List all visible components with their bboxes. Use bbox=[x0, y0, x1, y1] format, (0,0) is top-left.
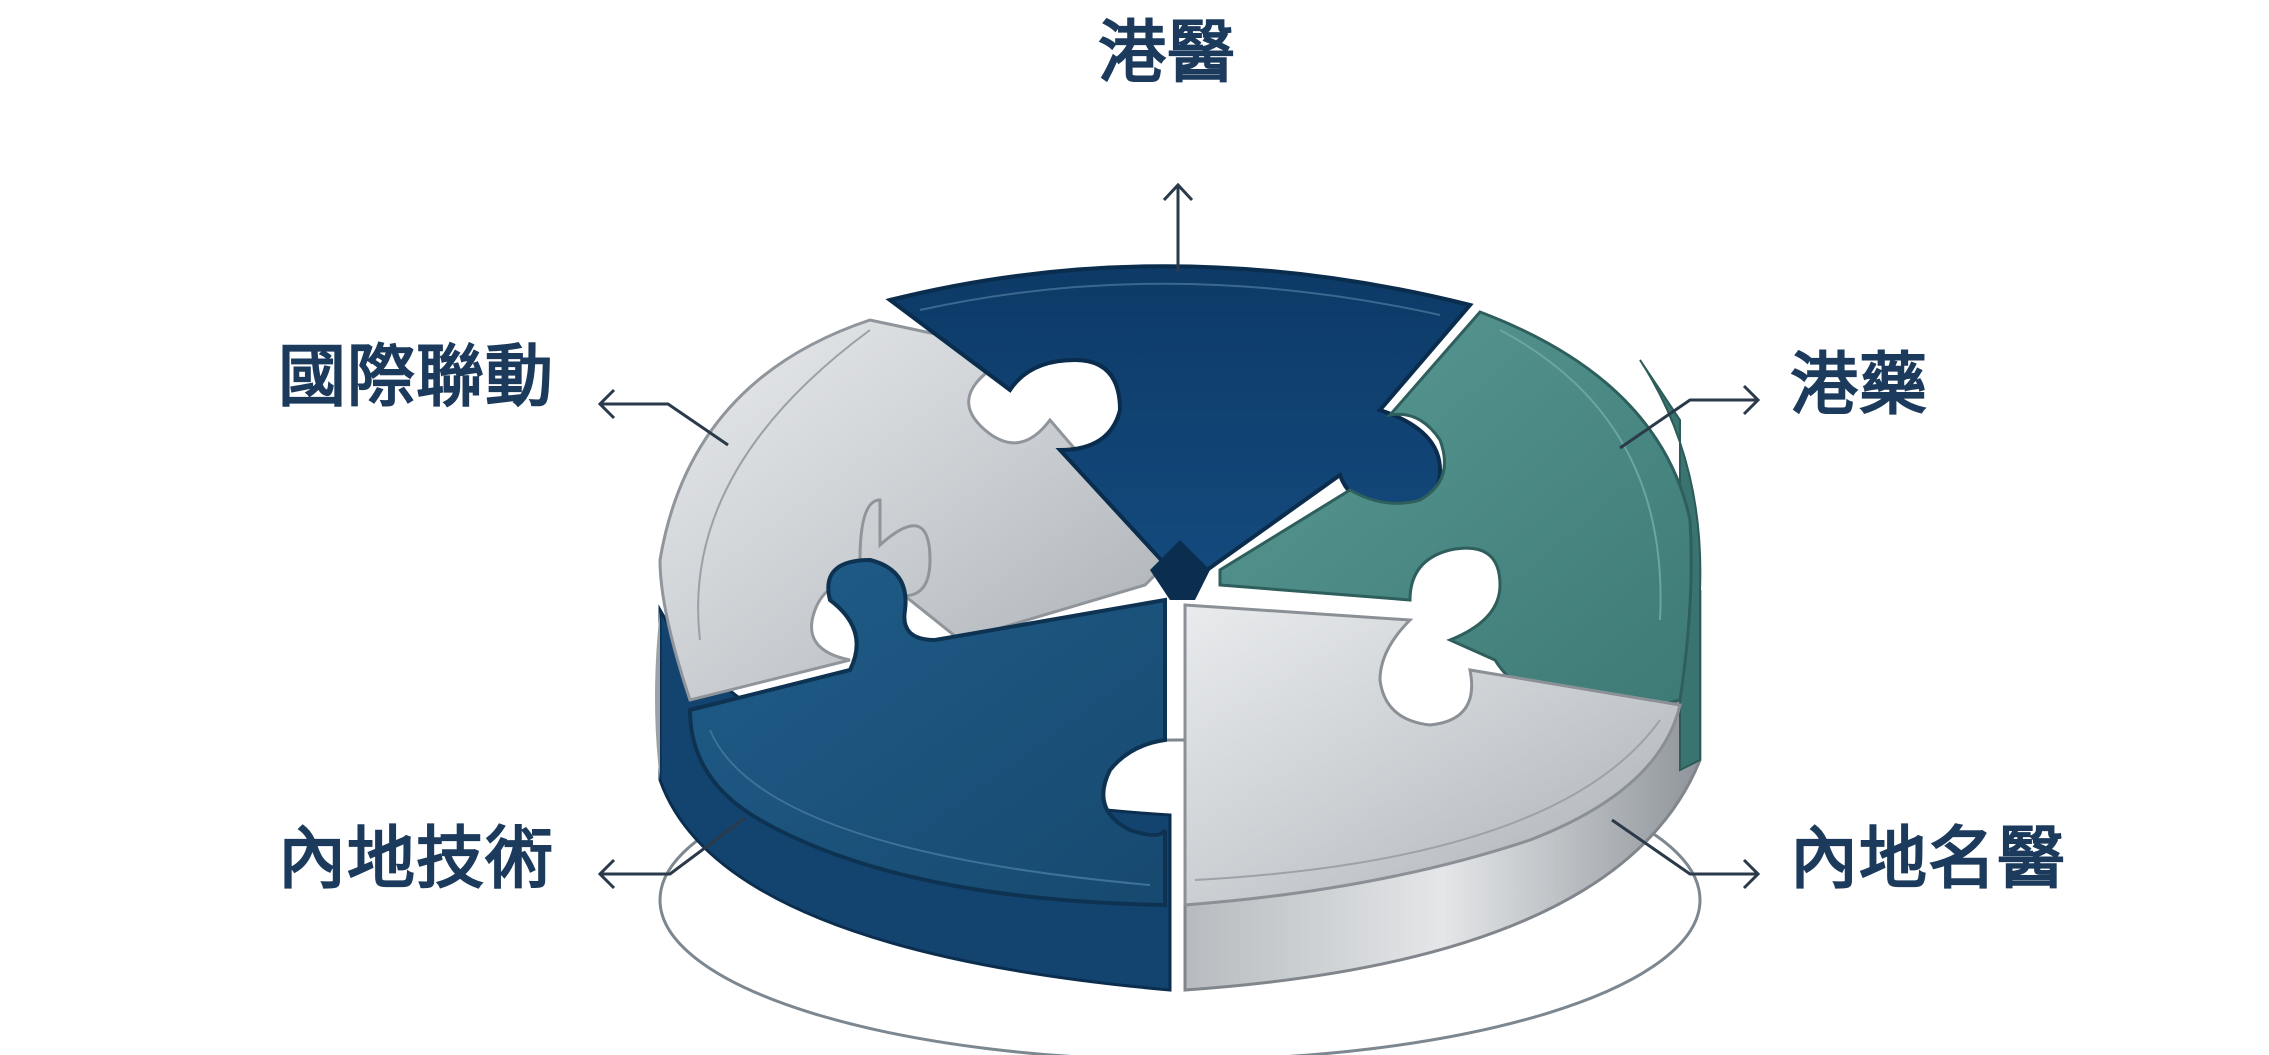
piece-right-top-rim bbox=[1499, 329, 1662, 621]
piece-right-bottom-rim bbox=[1194, 719, 1661, 881]
piece-right-top bbox=[1218, 310, 1693, 712]
piece-left-bottom bbox=[687, 557, 1167, 908]
arrow-left-top bbox=[597, 388, 729, 447]
label-hk-drugs: 港藥 bbox=[1790, 346, 1929, 425]
center-notch bbox=[1150, 540, 1210, 600]
label-international-linkage: 國際聯動 bbox=[278, 338, 555, 417]
disc-side-silver-left bbox=[655, 610, 660, 780]
piece-left-bottom-rim bbox=[709, 729, 1151, 886]
piece-right-bottom bbox=[1183, 603, 1682, 907]
piece-top-inner-line bbox=[919, 282, 1441, 316]
arrow-left-bottom bbox=[597, 816, 746, 890]
piece-left-top-rim bbox=[697, 329, 871, 641]
arrow-top bbox=[1162, 182, 1194, 272]
disc-base-ring bbox=[658, 738, 1702, 1055]
label-mainland-technology: 內地技術 bbox=[278, 820, 555, 899]
label-mainland-famous-doctors: 內地名醫 bbox=[1790, 820, 2067, 899]
arrow-right-bottom bbox=[1611, 818, 1761, 890]
arrow-right-top bbox=[1619, 384, 1761, 450]
label-hk-doctors: 港醫 bbox=[1098, 14, 1237, 93]
